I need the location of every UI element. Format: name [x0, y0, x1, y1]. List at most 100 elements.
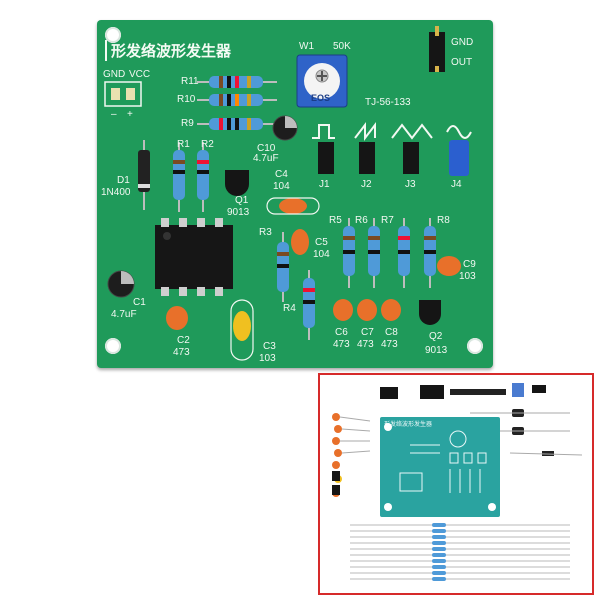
c6-value-label: 473	[333, 339, 350, 350]
diode-d1	[138, 140, 150, 210]
pot-ref-label: W1	[299, 41, 314, 52]
resistor-r5	[343, 218, 355, 288]
capacitor-c5	[291, 229, 309, 255]
triangle-wave-icon	[391, 123, 433, 140]
c5-ref-label: C5	[315, 237, 328, 248]
pot-value-label: 50K	[333, 41, 351, 52]
r4-label: R4	[283, 303, 296, 314]
j4-label: J4	[451, 179, 462, 190]
model-label: TJ-56-133	[365, 97, 411, 108]
q2-part-label: 9013	[425, 345, 448, 356]
c9-value-label: 103	[459, 271, 476, 282]
power-plus-label: +	[127, 109, 133, 120]
capacitor-c6	[333, 299, 353, 321]
c10-ref-label: C10	[257, 143, 276, 154]
kit-ceramic-caps	[332, 413, 371, 497]
r6-label: R6	[355, 215, 368, 226]
kit-transistor	[332, 485, 340, 495]
capacitor-c8	[381, 299, 401, 321]
pcb-components	[104, 26, 472, 361]
r11-label: R11	[181, 76, 199, 87]
capacitor-c9	[437, 256, 461, 276]
r3-label: R3	[259, 227, 272, 238]
power-gnd-label: GND	[103, 69, 126, 80]
jumper-j3	[403, 142, 419, 174]
output-header	[429, 32, 445, 72]
kit-resistor-bundle	[350, 524, 570, 580]
c5-value-label: 104	[313, 249, 330, 260]
out-header-out-label: OUT	[451, 57, 473, 68]
r5-label: R5	[329, 215, 342, 226]
c7-value-label: 473	[357, 339, 374, 350]
mounting-hole	[105, 338, 121, 354]
c2-value-label: 473	[173, 347, 190, 358]
resistor-r9	[197, 118, 277, 130]
r8-label: R8	[437, 215, 450, 226]
c3-ref-label: C3	[263, 341, 276, 352]
kit-transistor	[332, 471, 340, 481]
power-pad	[126, 88, 135, 100]
kit-parts-drawing	[332, 383, 583, 581]
power-minus-label: –	[111, 109, 117, 120]
resistor-r10	[197, 94, 277, 106]
jumper-j4-cap	[449, 140, 469, 176]
kit-jumper	[532, 385, 546, 393]
power-terminal-outline	[104, 81, 142, 107]
power-pad	[111, 88, 120, 100]
capacitor-c2	[166, 306, 188, 330]
resistor-r11	[197, 76, 277, 88]
c7-ref-label: C7	[361, 327, 374, 338]
kit-pot	[512, 383, 524, 397]
kit-ic-socket	[420, 385, 444, 399]
jumper-j2	[359, 142, 375, 174]
kit-ic	[380, 387, 398, 399]
c9-ref-label: C9	[463, 259, 476, 270]
d1-part-label: 1N400	[101, 187, 131, 198]
kit-pcb-traces	[384, 423, 496, 511]
kit-pcb-title: 形发络波形发生器	[384, 421, 433, 428]
capacitor-c4	[279, 198, 307, 214]
j2-label: J2	[361, 179, 372, 190]
j3-label: J3	[405, 179, 416, 190]
c1-ref-label: C1	[133, 297, 146, 308]
r7-label: R7	[381, 215, 394, 226]
transistor-q2	[419, 300, 441, 325]
c10-value-label: 4.7uF	[253, 153, 279, 164]
r9-label: R9	[181, 118, 194, 129]
pot-marking-label: EOS	[311, 93, 331, 103]
c3-value-label: 103	[259, 353, 276, 364]
c4-value-label: 104	[273, 181, 290, 192]
resistor-r7	[398, 218, 410, 288]
kit-parts-inset: 形发络波形发生器	[318, 373, 594, 595]
transistor-q1	[225, 170, 249, 196]
resistor-r4	[303, 270, 315, 340]
j1-label: J1	[319, 179, 330, 190]
c4-ref-label: C4	[275, 169, 288, 180]
square-wave-icon	[312, 124, 335, 139]
capacitor-c7	[357, 299, 377, 321]
mounting-hole	[467, 338, 483, 354]
q2-ref-label: Q2	[429, 331, 443, 342]
q1-ref-label: Q1	[235, 195, 249, 206]
resistor-r1	[173, 142, 185, 212]
sawtooth-wave-icon	[354, 122, 376, 141]
c8-ref-label: C8	[385, 327, 398, 338]
r1-label: R1	[177, 139, 190, 150]
capacitor-c3	[233, 311, 251, 341]
r2-label: R2	[201, 139, 214, 150]
jumper-j1	[318, 142, 334, 174]
c8-value-label: 473	[381, 339, 398, 350]
resistor-r8	[424, 218, 436, 288]
board-title: 形发络波形发生器	[105, 40, 231, 61]
power-vcc-label: VCC	[129, 69, 151, 80]
c1-value-label: 4.7uF	[111, 309, 137, 320]
resistor-r3	[277, 232, 289, 302]
resistor-r2	[197, 142, 209, 212]
q1-part-label: 9013	[227, 207, 250, 218]
kit-bare-pcb: 形发络波形发生器	[380, 417, 500, 517]
c6-ref-label: C6	[335, 327, 348, 338]
resistor-r6	[368, 218, 380, 288]
pcb-board: 形发络波形发生器	[97, 20, 493, 368]
r10-label: R10	[177, 94, 196, 105]
c2-ref-label: C2	[177, 335, 190, 346]
